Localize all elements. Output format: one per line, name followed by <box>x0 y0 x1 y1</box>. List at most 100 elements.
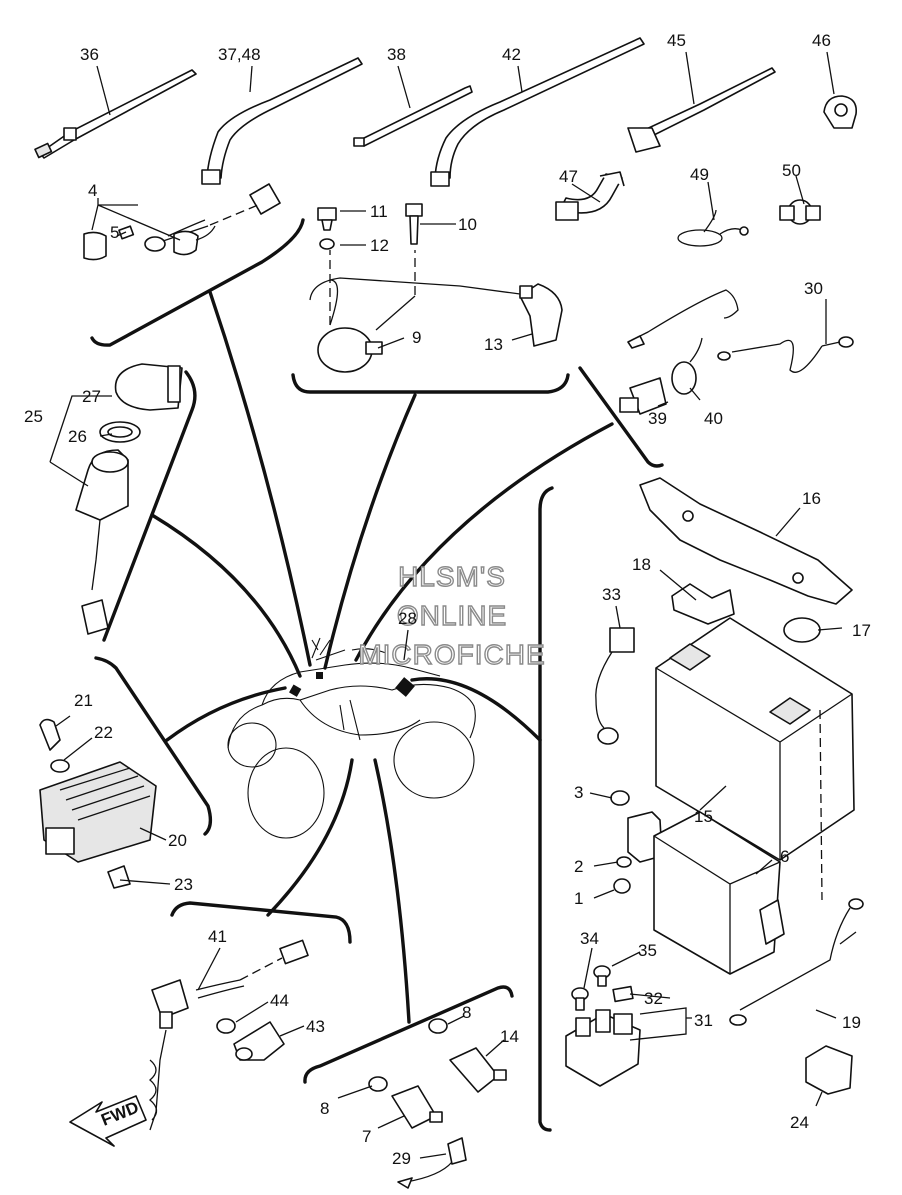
part-30-wire-lead <box>627 289 854 373</box>
callout-40: 40 <box>704 409 723 428</box>
callout-31: 31 <box>694 1011 713 1030</box>
part-17-grommet <box>783 617 821 643</box>
watermark: HLSM'S ONLINE MICROFICHE <box>358 560 546 670</box>
callout-leaders <box>49 51 843 1159</box>
part-19-battery-cable <box>729 709 864 1026</box>
callout-43: 43 <box>306 1017 325 1036</box>
part-13-spark-plug-cap <box>519 283 563 347</box>
callout-46: 46 <box>812 31 831 50</box>
callout-33: 33 <box>602 585 621 604</box>
part-44-bolt <box>216 1018 236 1034</box>
part-50-clamp <box>779 199 821 225</box>
callout-6: 6 <box>780 847 789 866</box>
callout-37-48: 37,48 <box>218 45 261 64</box>
part-9-ignition-coil <box>309 250 521 373</box>
callout-25: 25 <box>24 407 43 426</box>
part-3-bolt <box>610 790 630 806</box>
callout-16: 16 <box>802 489 821 508</box>
part-35-bolt <box>593 965 611 987</box>
part-37-48-cable-tie <box>201 57 363 185</box>
part-10-bolt <box>405 203 423 245</box>
callout-20: 20 <box>168 831 187 850</box>
callout-36: 36 <box>80 45 99 64</box>
callout-17: 17 <box>852 621 871 640</box>
callout-7: 7 <box>362 1127 371 1146</box>
part-6-ecu <box>627 811 785 975</box>
callout-29: 29 <box>392 1149 411 1168</box>
callout-39: 39 <box>648 409 667 428</box>
part-49-wire-clip <box>677 209 749 247</box>
part-39-switch <box>619 377 667 415</box>
callout-50: 50 <box>782 161 801 180</box>
part-36-cable-tie <box>34 69 197 159</box>
callout-47: 47 <box>559 167 578 186</box>
callout-41: 41 <box>208 927 227 946</box>
part-11-bolt <box>317 207 337 231</box>
callout-30: 30 <box>804 279 823 298</box>
group-brackets <box>90 218 664 1132</box>
callout-15: 15 <box>694 807 713 826</box>
part-24-relay <box>805 1045 853 1095</box>
part-38-cable-tie <box>353 85 473 147</box>
callout-45: 45 <box>667 31 686 50</box>
part-23-clip <box>107 865 131 889</box>
part-41-switch-lead <box>148 939 309 1131</box>
callout-35: 35 <box>638 941 657 960</box>
callout-21: 21 <box>74 691 93 710</box>
part-20-rectifier-regulator <box>39 761 157 863</box>
leader-lines <box>150 290 614 1024</box>
callout-8-lower: 8 <box>320 1099 329 1118</box>
callout-44: 44 <box>270 991 289 1010</box>
part-4-wire-harness <box>83 183 281 261</box>
callout-42: 42 <box>502 45 521 64</box>
callout-8-upper: 8 <box>462 1003 471 1022</box>
part-29-lead <box>397 1137 467 1189</box>
part-1-nut <box>613 878 631 894</box>
callout-10: 10 <box>458 215 477 234</box>
part-2-washer <box>616 856 632 868</box>
part-42-cable-tie <box>430 37 645 187</box>
part-21-bolt <box>39 718 61 751</box>
part-26-nut <box>99 421 141 443</box>
part-32-fuse <box>612 985 634 1003</box>
callout-14: 14 <box>500 1027 519 1046</box>
callout-23: 23 <box>174 875 193 894</box>
watermark-line-3: MICROFICHE <box>358 639 545 670</box>
part-16-battery-bracket <box>639 477 853 605</box>
callout-2: 2 <box>574 857 583 876</box>
callout-27: 27 <box>82 387 101 406</box>
part-8-gasket-lower <box>368 1076 388 1092</box>
part-22-washer <box>50 759 70 773</box>
callout-22: 22 <box>94 723 113 742</box>
callout-12: 12 <box>370 236 389 255</box>
part-45-cable-tie <box>627 67 776 153</box>
part-43-bracket <box>233 1021 285 1061</box>
part-15-battery <box>655 617 855 861</box>
callout-11: 11 <box>370 202 388 221</box>
callout-38: 38 <box>387 45 406 64</box>
callout-26: 26 <box>68 427 87 446</box>
part-14-sensor <box>449 1047 507 1093</box>
callout-3: 3 <box>574 783 583 802</box>
part-18-bracket <box>671 583 735 625</box>
atv-silhouette <box>227 637 476 839</box>
callout-19: 19 <box>842 1013 861 1032</box>
fwd-arrow: FWD <box>69 1095 147 1147</box>
callout-9: 9 <box>412 328 421 347</box>
callout-34: 34 <box>580 929 599 948</box>
callout-5: 5 <box>110 223 119 242</box>
part-40-cap <box>671 337 703 395</box>
callout-49: 49 <box>690 165 709 184</box>
part-46-clamp <box>823 95 858 129</box>
part-12-washer <box>319 238 335 250</box>
callout-1: 1 <box>574 889 583 908</box>
callout-13: 13 <box>484 335 503 354</box>
part-34-bolt <box>571 987 589 1011</box>
callout-labels: 36 37,48 38 42 45 46 47 49 50 4 5 11 12 … <box>24 31 871 1168</box>
part-8-gasket-upper <box>428 1018 448 1034</box>
part-7-sensor <box>391 1085 443 1129</box>
watermark-line-2: ONLINE <box>397 600 507 631</box>
part-47-clamp <box>555 171 625 221</box>
callout-18: 18 <box>632 555 651 574</box>
